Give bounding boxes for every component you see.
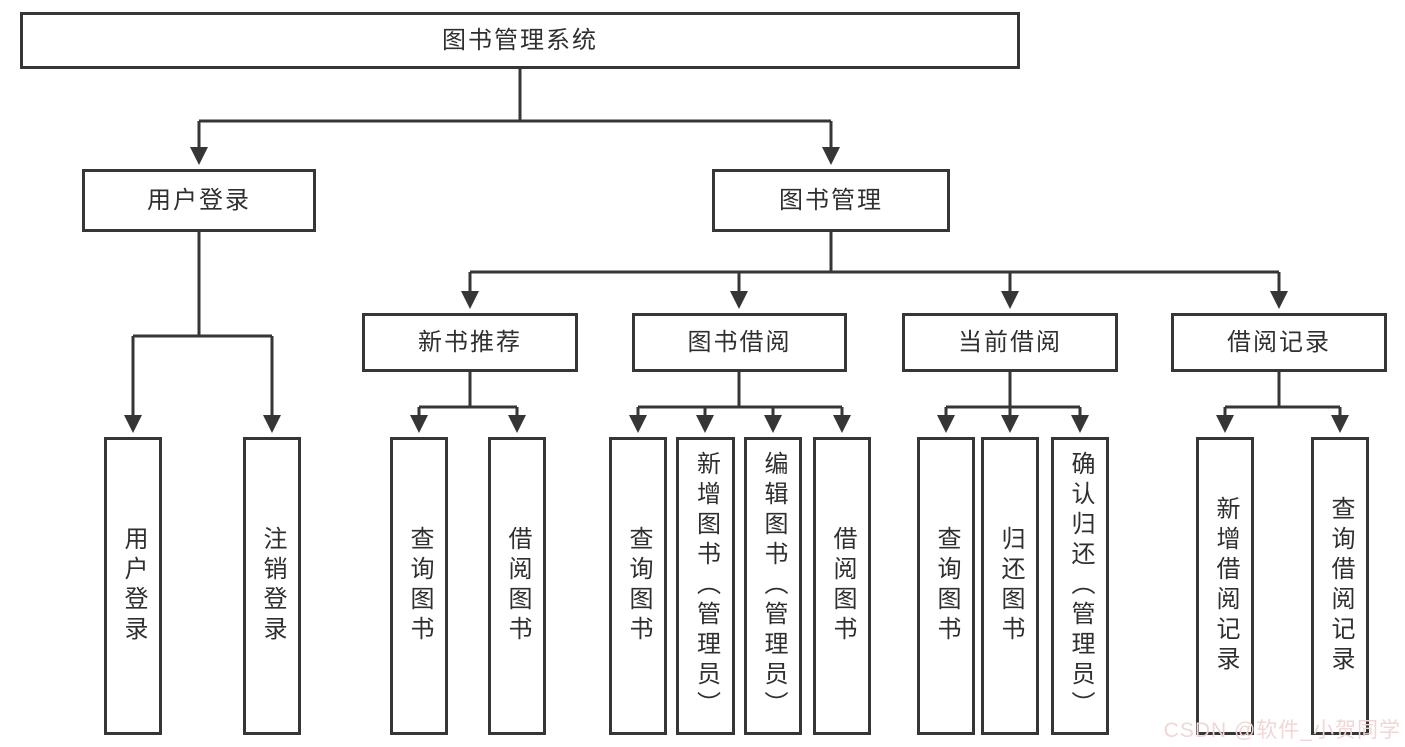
node-leaf-borrow-books-recommend: 借阅图书 [488,437,546,735]
node-user-login: 用户登录 [82,169,316,232]
node-library-management-system: 图书管理系统 [20,12,1020,69]
node-leaf-confirm-return-admin: 确认归还（管理员） [1051,437,1109,735]
node-leaf-query-books-recommend: 查询图书 [390,437,448,735]
node-leaf-return-books: 归还图书 [981,437,1039,735]
node-leaf-add-books-admin: 新增图书（管理员） [676,437,735,735]
node-new-book-recommendation: 新书推荐 [362,313,578,372]
node-leaf-edit-books-admin: 编辑图书（管理员） [744,437,802,735]
node-book-borrowing: 图书借阅 [632,313,847,372]
node-book-management: 图书管理 [712,169,950,232]
node-leaf-query-books-borrow: 查询图书 [609,437,667,735]
watermark: CSDN @软件_小贺同学 [1163,719,1401,742]
node-leaf-borrow-books: 借阅图书 [813,437,871,735]
node-leaf-query-borrow-record: 查询借阅记录 [1311,437,1369,735]
node-leaf-user-login: 用户登录 [104,437,162,735]
node-leaf-logout: 注销登录 [243,437,301,735]
node-leaf-add-borrow-record: 新增借阅记录 [1196,437,1254,735]
node-current-borrowing: 当前借阅 [902,313,1118,372]
node-leaf-query-books-current: 查询图书 [917,437,975,735]
node-borrowing-records: 借阅记录 [1171,313,1387,372]
